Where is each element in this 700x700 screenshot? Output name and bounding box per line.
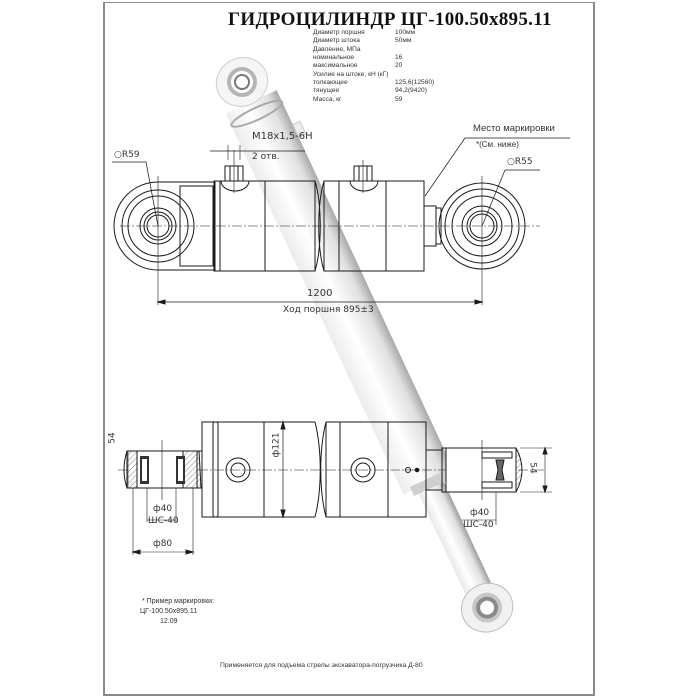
spec-row: тянущее 94,2(9420) — [313, 87, 434, 95]
drawing-frame — [103, 2, 595, 696]
spec-row: толкающее 125,6(12560) — [313, 79, 434, 87]
thread-label: М18х1,5-6Н — [252, 131, 313, 142]
radius-right-value: R55 — [514, 157, 533, 167]
spec-value: 94,2(9420) — [395, 87, 427, 95]
radius-left-label: ○R59 — [114, 150, 140, 160]
spec-label: Масса, кг — [313, 95, 342, 103]
spec-label: тянущее — [313, 87, 340, 95]
spec-label: Давление, МПа — [313, 45, 361, 53]
drawing-title: ГИДРОЦИЛИНДР ЦГ-100.50х895.11 — [228, 9, 552, 30]
spec-label: максимальное — [313, 62, 358, 70]
thread-count-label: 2 отв. — [252, 152, 280, 162]
spec-row: номинальное 16 — [313, 54, 434, 62]
marking-callout-sublabel: *(См. ниже) — [476, 140, 519, 149]
spec-label: Усилие на штоке, кН (кГ) — [313, 70, 389, 78]
spec-value: 100мм — [395, 29, 416, 36]
spec-row: Масса, кг 59 — [313, 96, 434, 104]
pin-right-dimension: ф40 — [470, 508, 490, 518]
eye-left-dimension: ф80 — [153, 539, 173, 549]
pin-left-dimension: ф40 — [153, 504, 173, 514]
left-eye-top-view — [113, 176, 216, 305]
marking-example-date: 12.09 — [160, 618, 178, 625]
spec-label: Диаметр поршня — [313, 29, 365, 36]
bearing-right-dimension: ШС-40 — [463, 520, 494, 530]
render-rod — [415, 474, 494, 600]
render-body — [225, 90, 455, 495]
spec-value: 59 — [395, 95, 403, 103]
stroke-dimension: Ход поршня 895±3 — [283, 305, 374, 315]
bore-diameter-dimension: ф121 — [271, 432, 282, 458]
spec-row: Усилие на штоке, кН (кГ) — [313, 71, 434, 79]
radius-right-label: ○R55 — [507, 157, 533, 167]
spec-label: Диаметр штока — [313, 37, 360, 45]
marking-example-code: ЦГ-100.50х895.11 — [140, 608, 198, 615]
spec-row: максимальное 20 — [313, 62, 434, 70]
spec-value: 50мм — [395, 37, 412, 45]
length-dimension: 1200 — [307, 288, 333, 299]
height-left-dimension: 54 — [107, 432, 118, 444]
marking-callout-label: Место маркировки — [473, 123, 555, 134]
spec-table: Диаметр поршня 100мм Диаметр штока 50мм Да… — [313, 29, 434, 104]
cylinder-render — [215, 57, 514, 633]
footer-note: Применяется для подъема стрелы экскавато… — [220, 662, 423, 669]
bearing-left-dimension: ШС-40 — [148, 516, 179, 526]
spec-label: номинальное — [313, 54, 355, 62]
bottom-view — [118, 420, 552, 555]
height-right-dimension: 54 — [527, 462, 538, 474]
spec-row: Давление, МПа — [313, 46, 434, 54]
radius-circle-icon: ○ — [507, 157, 515, 167]
radius-circle-icon: ○ — [114, 150, 122, 160]
marking-example-heading: * Пример маркировки: — [142, 598, 215, 605]
right-eye-top-view — [438, 176, 526, 305]
spec-value: 125,6(12560) — [395, 79, 435, 87]
spec-row: Диаметр штока 50мм — [313, 37, 434, 45]
top-view — [112, 137, 570, 305]
spec-value: 20 — [395, 62, 403, 70]
spec-row: Диаметр поршня 100мм — [313, 29, 434, 37]
spec-label: толкающее — [313, 79, 348, 87]
radius-left-value: R59 — [121, 150, 140, 160]
spec-value: 16 — [395, 54, 403, 62]
